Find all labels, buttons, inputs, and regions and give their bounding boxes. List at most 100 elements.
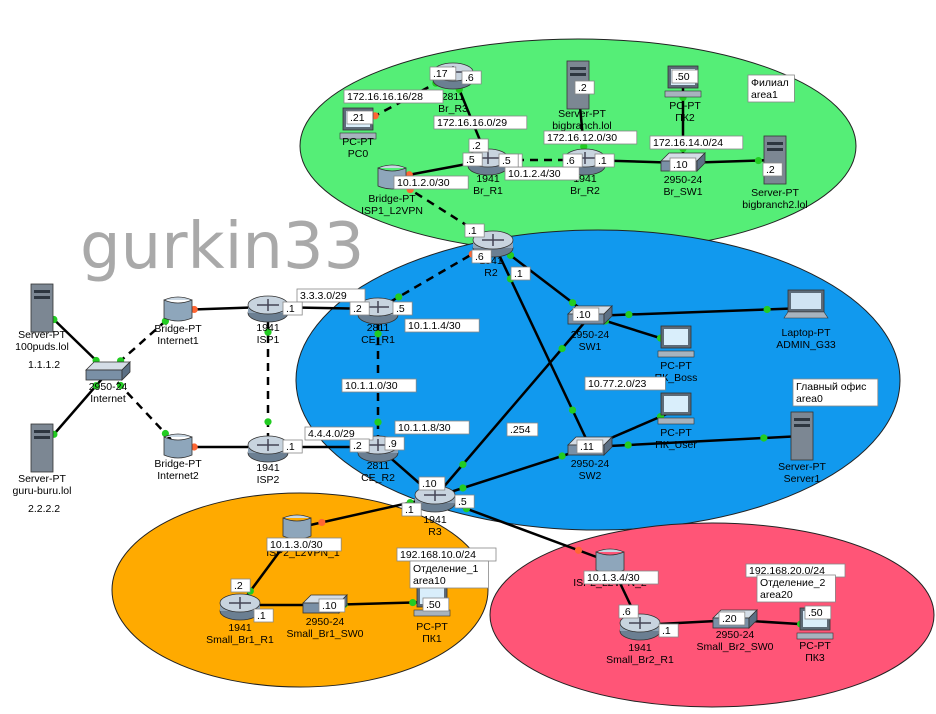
zone-label-box [409, 560, 489, 589]
interface-label-box [618, 604, 639, 619]
device-label: PC-PT [342, 136, 374, 148]
subnet-label: 172.16.12.0/30 [547, 132, 617, 144]
device-label: 100puds.lol [15, 341, 69, 353]
interface-label: .1 [405, 504, 414, 516]
device-label: R3 [428, 526, 442, 538]
port-indicator [117, 381, 125, 390]
interface-label-box [349, 438, 370, 453]
device-label: ПК_User [655, 439, 697, 451]
subnet-label-box [504, 166, 580, 181]
port-indicator [574, 546, 583, 554]
interface-label-box [418, 476, 446, 491]
interface-label: .10 [673, 159, 688, 171]
device-label: Br_R3 [438, 103, 468, 115]
subnet-label: 10.1.3.4/30 [587, 572, 640, 584]
device-label: 2811 [367, 460, 390, 472]
device-label: 2950-24 [89, 381, 128, 393]
interface-label-box [464, 223, 485, 238]
device-label: PC0 [348, 148, 369, 160]
interface-label: .2 [766, 164, 775, 176]
interface-label: .2 [353, 303, 362, 315]
interface-label: .50 [675, 71, 690, 83]
subnet-label: 10.1.1.8/30 [398, 422, 451, 434]
port-indicator [459, 460, 467, 469]
device-label: ADMIN_G33 [776, 339, 836, 351]
device-label: Server-PT [778, 461, 826, 473]
interface-label-box [576, 439, 604, 454]
subnet-label-box [394, 420, 470, 435]
device-label: 2950-24 [664, 174, 703, 186]
device-label: 2950-24 [716, 629, 755, 641]
interface-label-box [454, 494, 475, 509]
interface-label: .2 [472, 140, 481, 152]
port-indicator [625, 310, 633, 319]
interface-label-box [230, 578, 251, 593]
interface-label-box [471, 249, 492, 264]
interface-label-box [462, 152, 483, 167]
interface-label: .1 [286, 441, 295, 453]
device-address: 2.2.2.2 [28, 503, 60, 515]
interface-label: .6 [566, 155, 575, 167]
zone-label-box [792, 378, 879, 407]
subnet-label-box [584, 376, 666, 391]
interface-label-box [594, 153, 615, 168]
port-indicator [374, 330, 382, 338]
subnet-label: 172.16.16.0/29 [437, 117, 507, 129]
interface-label-box [658, 623, 679, 638]
subnet-label: 10.1.1.4/30 [408, 320, 461, 332]
device-label: ISP1_L2VPN [361, 205, 423, 217]
interface-label: .1 [468, 225, 477, 237]
port-indicator [763, 305, 771, 314]
interface-label: .5 [466, 154, 475, 166]
interface-label-box [349, 301, 370, 316]
device-label: 1941 [476, 173, 500, 185]
interface-label-box [282, 439, 303, 454]
port-indicator [568, 406, 577, 414]
device-label: Bridge-PT [368, 193, 416, 205]
interface-label-box [384, 436, 405, 451]
subnet-label-box [583, 570, 659, 585]
device-label: Bridge-PT [154, 323, 202, 335]
device-label: ПК2 [675, 112, 695, 124]
subnet-label-box [393, 175, 469, 190]
device-label: Laptop-PT [781, 327, 831, 339]
device-label: bigbranch.lol [552, 120, 612, 132]
subnet-label: 10.77.2.0/23 [588, 378, 647, 390]
interface-label-box [574, 80, 595, 95]
port-indicator [624, 441, 632, 449]
device-label: ISP1 [257, 334, 280, 346]
port-indicator [374, 418, 382, 426]
interface-label: .20 [722, 613, 737, 625]
interface-label-box [401, 502, 422, 517]
interface-label-box [562, 153, 583, 168]
port-indicator [409, 598, 417, 607]
device-label: bigbranch2.lol [742, 199, 807, 211]
device-label: 2950-24 [306, 616, 345, 628]
port-indicator [580, 142, 588, 151]
device-label: 1941 [423, 514, 447, 526]
subnet-label: 4.4.4.0/29 [308, 428, 355, 440]
interface-label: .5 [502, 155, 511, 167]
subnet-label-box [296, 288, 366, 303]
interface-label: .1 [257, 610, 266, 622]
device-label: PC-PT [660, 427, 692, 439]
interface-label-box [253, 608, 274, 623]
interface-label: .1 [286, 303, 295, 315]
